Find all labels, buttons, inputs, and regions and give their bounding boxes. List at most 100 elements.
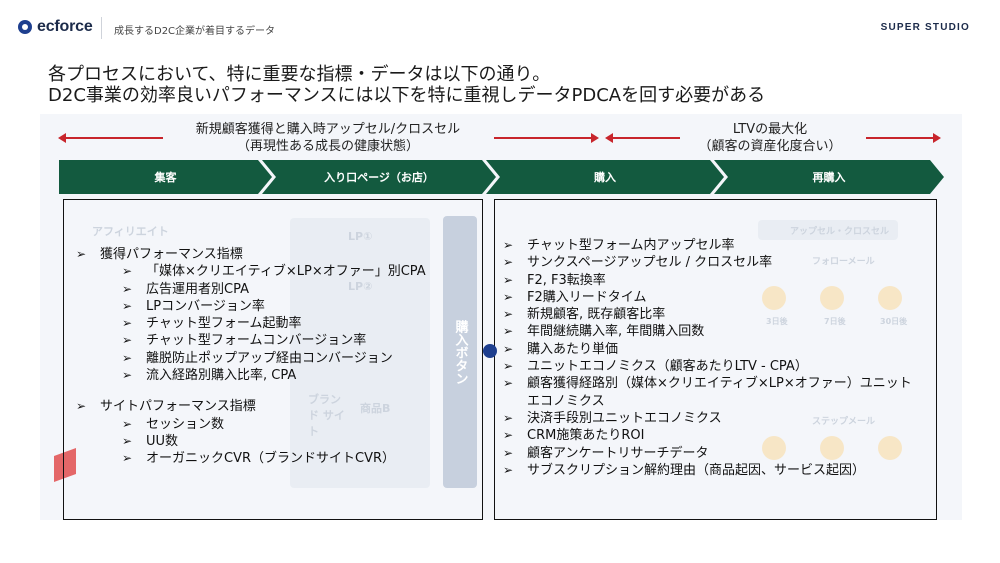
bg-day30-label: 30日後: [880, 317, 908, 326]
list-item-text: 新規顧客, 既存顧客比率: [527, 307, 666, 323]
logo-text: ecforce: [37, 18, 93, 35]
ecforce-logo: ecforce: [18, 18, 93, 36]
acquisition-metrics-list: ➢獲得パフォーマンス指標➢「媒体×クリエイティブ×LP×オファー」別CPA➢広告…: [76, 246, 476, 468]
list-item: ➢ 年間継続購入率, 年間購入回数: [503, 323, 915, 340]
list-item: ➢ 流入経路別購入比率, CPA: [76, 367, 476, 384]
bg-lp2-label: LP②: [348, 280, 373, 293]
list-item: ➢ チャット型フォーム起動率: [76, 315, 476, 332]
bullet-arrow-icon: ➢: [76, 399, 87, 414]
list-item-text: 流入経路別購入比率, CPA: [146, 368, 297, 384]
phase-acquisition-title: 新規顧客獲得と購入時アップセル/クロスセル: [195, 122, 461, 137]
bullet-arrow-icon: ➢: [122, 333, 133, 348]
arrow-right-ltv: [866, 133, 941, 143]
bg-mail-icon-4: [762, 436, 786, 460]
list-item-text: 年間継続購入率, 年間購入回数: [527, 324, 705, 340]
bg-upsell-banner: [758, 220, 898, 240]
bullet-arrow-icon: ➢: [122, 433, 133, 448]
bullet-arrow-icon: ➢: [503, 272, 514, 287]
arrow-left-ltv: [605, 133, 680, 143]
list-item-text: チャット型フォーム起動率: [146, 316, 302, 332]
list-item: ➢ F2, F3転換率: [503, 272, 915, 289]
phase-label-acquisition: 新規顧客獲得と購入時アップセル/クロスセル （再現性ある成長の健康状態）: [172, 121, 484, 155]
list-item: ➢ サブスクリプション解約理由（商品起因、サービス起因）: [503, 462, 915, 479]
list-item: ➢ サイトパフォーマンス指標: [76, 398, 476, 415]
list-item: ➢購入あたり単価: [503, 341, 915, 358]
bullet-arrow-icon: ➢: [503, 307, 514, 322]
list-item-text: ユニットエコノミクス（顧客あたりLTV - CPA）: [527, 359, 808, 375]
stage-purchase: 購入: [486, 160, 724, 194]
list-item: ➢チャット型フォームコンバージョン率: [76, 332, 476, 349]
ecforce-logo-icon: [18, 20, 32, 34]
acquisition-metrics-box: [63, 199, 483, 520]
bg-lp-panel: [290, 218, 430, 488]
list-item: ➢顧客獲得経路別（媒体×クリエイティブ×LP×オファー）ユニットエコノミクス: [503, 375, 915, 410]
list-item: ➢セッション数: [76, 416, 476, 433]
list-item: ➢ F2購入リードタイム: [503, 289, 915, 306]
bullet-arrow-icon: ➢: [122, 264, 133, 279]
super-studio-logo: SUPER STUDIO: [880, 22, 970, 33]
list-item-text: 決済手段別ユニットエコノミクス: [527, 410, 722, 426]
arrow-right-acquisition: [494, 133, 599, 143]
bullet-arrow-icon: ➢: [76, 247, 87, 261]
bullet-arrow-icon: ➢: [122, 316, 133, 331]
list-item-text: サイトパフォーマンス指標: [100, 399, 256, 415]
bg-day7-label: 7日後: [824, 317, 846, 326]
bg-mail-icon-1: [762, 286, 786, 310]
list-item-text: 広告運用者別CPA: [146, 281, 249, 297]
bg-follow-mail-label: フォローメール: [812, 257, 875, 267]
header-divider: [101, 17, 102, 39]
list-item-text: チャット型フォーム内アップセル率: [527, 238, 735, 253]
bg-affiliate-label: アフィリエイト: [92, 225, 169, 238]
list-item-text: オーガニックCVR（ブランドサイトCVR）: [146, 451, 396, 467]
list-item-text: 購入あたり単価: [527, 341, 619, 357]
bg-mail-icon-3: [878, 286, 902, 310]
list-item: ➢顧客アンケートリサーチデータ: [503, 445, 915, 462]
list-item: ➢ UU数: [76, 433, 476, 450]
bullet-arrow-icon: ➢: [122, 368, 133, 383]
headline-line-2: D2C事業の効率良いパフォーマンスには以下を特に重視しデータPDCAを回す必要が…: [48, 85, 766, 106]
bullet-arrow-icon: ➢: [503, 410, 514, 425]
list-item-text: UU数: [146, 433, 179, 449]
bullet-arrow-icon: ➢: [503, 445, 514, 460]
bullet-arrow-icon: ➢: [503, 462, 514, 477]
phase-label-ltv: LTVの最大化 （顧客の資産化度合い）: [690, 121, 850, 155]
headline-line-1: 各プロセスにおいて、特に重要な指標・データは以下の通り。: [48, 64, 551, 85]
list-item: ➢ 「媒体×クリエイティブ×LP×オファー」別CPA: [76, 263, 476, 280]
list-item-text: F2, F3転換率: [527, 272, 606, 288]
list-item-text: LPコンバージョン率: [146, 298, 265, 314]
bg-mail-icon-6: [878, 436, 902, 460]
bg-product-b-label: 商品B: [360, 402, 391, 415]
bullet-arrow-icon: ➢: [503, 289, 514, 304]
list-item-text: 「媒体×クリエイティブ×LP×オファー」別CPA: [146, 264, 426, 280]
list-item: ➢ オーガニックCVR（ブランドサイトCVR）: [76, 450, 476, 467]
list-item: ➢ユニットエコノミクス（顧客あたりLTV - CPA）: [503, 358, 915, 375]
arrow-left-acquisition: [58, 133, 163, 143]
bullet-arrow-icon: ➢: [503, 324, 514, 339]
bg-upsell-label: アップセル・クロスセル: [790, 227, 890, 237]
phase-acquisition-subtitle: （再現性ある成長の健康状態）: [236, 139, 419, 154]
list-item: ➢LPコンバージョン率: [76, 298, 476, 315]
list-item-text: サンクスページアップセル / クロスセル率: [527, 255, 773, 271]
ltv-metrics-box: [494, 199, 937, 520]
list-item-text: サブスクリプション解約理由（商品起因、サービス起因）: [527, 462, 866, 478]
slide-headline: 各プロセスにおいて、特に重要な指標・データは以下の通り。 D2C事業の効率良いパ…: [48, 64, 765, 106]
list-item-text: 離脱防止ポップアップ経由コンバージョン: [146, 350, 393, 366]
phase-ltv-subtitle: （顧客の資産化度合い）: [698, 139, 842, 154]
header-subtitle: 成長するD2C企業が着目するデータ: [114, 26, 276, 37]
list-item: ➢広告運用者別CPA: [76, 281, 476, 298]
bullet-arrow-icon: ➢: [122, 451, 133, 466]
stage-repurchase: 再購入: [714, 160, 944, 194]
ltv-metrics-list: ➢チャット型フォーム内アップセル率➢サンクスページアップセル / クロスセル率➢…: [503, 237, 915, 479]
bullet-arrow-icon: ➢: [503, 255, 514, 270]
list-item: ➢ 新規顧客, 既存顧客比率: [503, 306, 915, 323]
bullet-arrow-icon: ➢: [503, 238, 514, 252]
list-item-text: 獲得パフォーマンス指標: [100, 247, 243, 262]
connector-dot: [483, 344, 497, 358]
bg-mail-icon-2: [820, 286, 844, 310]
list-item-text: F2購入リードタイム: [527, 289, 647, 305]
stage-acquisition: 集客: [59, 160, 272, 194]
list-item: ➢ チャット型フォーム内アップセル率: [503, 237, 915, 254]
bullet-arrow-icon: ➢: [503, 428, 514, 443]
bg-day3-label: 3日後: [766, 317, 788, 326]
list-item-text: セッション数: [146, 416, 225, 432]
